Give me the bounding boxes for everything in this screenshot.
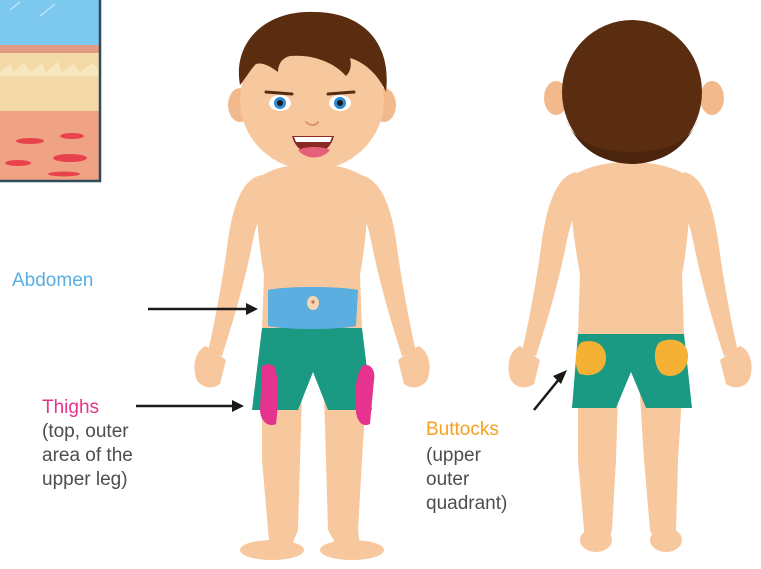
buttocks-detail: (upper outer quadrant) [426, 444, 507, 516]
buttocks-detail-line-2: outer [426, 468, 507, 492]
thighs-detail-line-3: upper leg) [42, 468, 133, 492]
front-figure [194, 12, 429, 560]
buttocks-detail-line-1: (upper [426, 444, 507, 468]
thigh-site-left [260, 364, 278, 425]
back-left-leg [578, 395, 618, 548]
back-right-leg [640, 395, 682, 548]
skin-layers-inset [0, 0, 101, 182]
thighs-detail: (top, outer area of the upper leg) [42, 420, 133, 492]
front-right-foot [320, 540, 384, 560]
front-left-foot [240, 540, 304, 560]
back-figure [508, 20, 751, 552]
thighs-detail-line-1: (top, outer [42, 420, 133, 444]
buttocks-arrow [534, 370, 567, 410]
buttocks-label: Buttocks [426, 418, 499, 442]
buttocks-detail-line-3: quadrant) [426, 492, 507, 516]
thighs-label: Thighs [42, 396, 99, 420]
back-torso [571, 162, 690, 336]
thighs-arrow [136, 400, 244, 412]
abdomen-arrow [148, 303, 258, 315]
thighs-detail-line-2: area of the [42, 444, 133, 468]
abdomen-label: Abdomen [12, 269, 93, 293]
